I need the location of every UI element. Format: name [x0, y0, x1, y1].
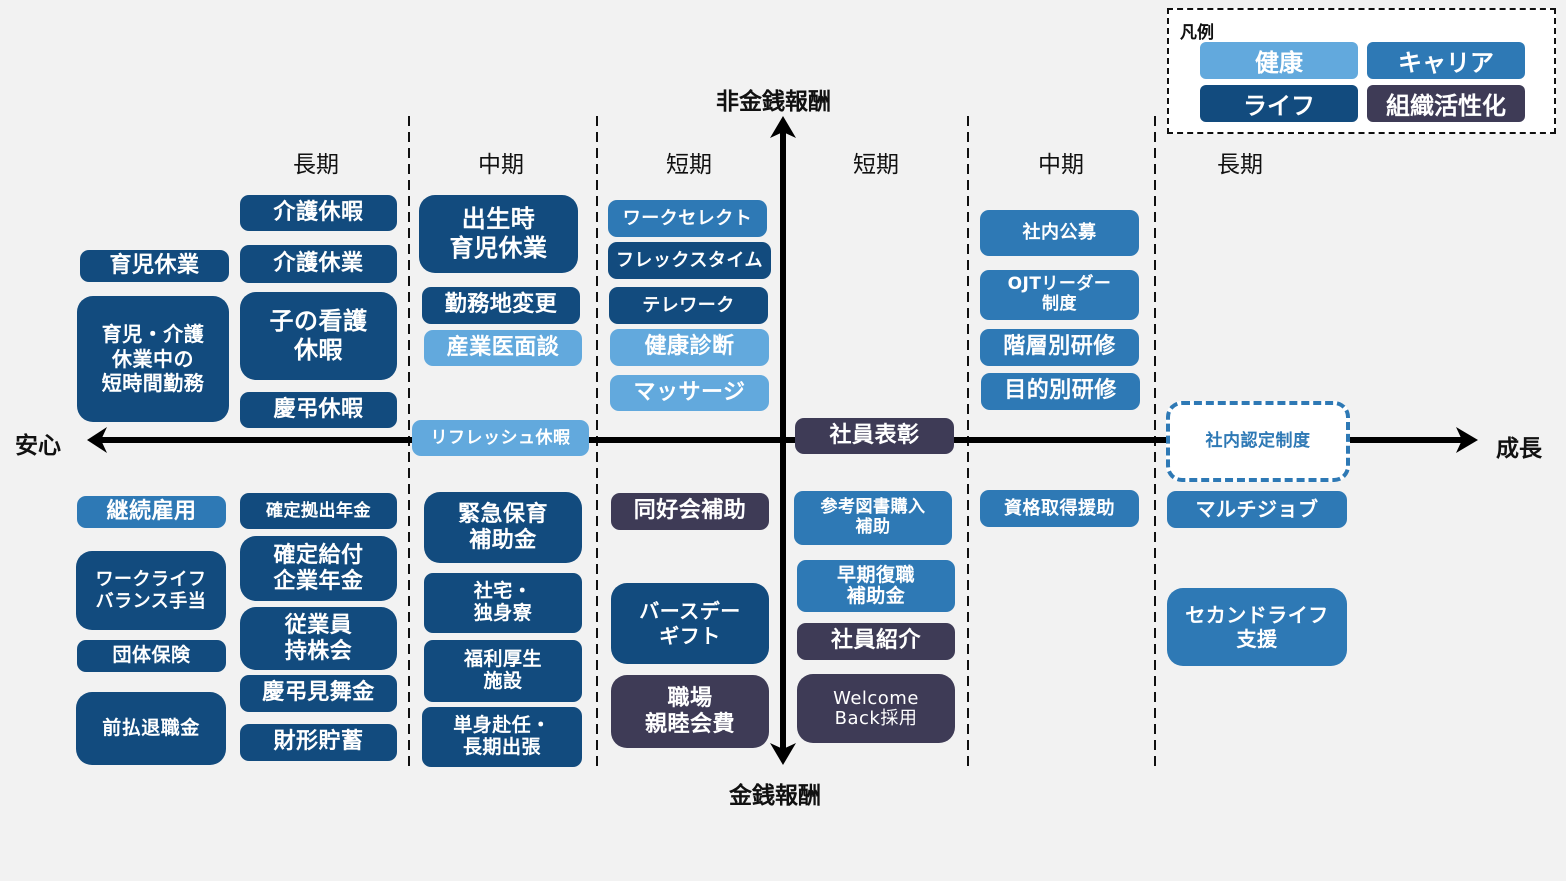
benefit-box: OJTリーダー 制度 — [980, 270, 1139, 320]
benefit-box: 単身赴任・ 長期出張 — [422, 707, 582, 767]
arrow-up-icon — [770, 116, 796, 138]
column-header-short-left: 短期 — [666, 152, 712, 178]
benefit-box: 従業員 持株会 — [240, 607, 397, 670]
legend-item-org: 組織活性化 — [1367, 85, 1525, 122]
benefit-box: 介護休業 — [240, 245, 397, 283]
axis-label-left: 安心 — [15, 433, 61, 459]
benefit-box: 同好会補助 — [611, 493, 769, 530]
legend-title: 凡例 — [1180, 23, 1214, 43]
benefit-box: 参考図書購入 補助 — [794, 491, 952, 545]
legend-item-career: キャリア — [1367, 42, 1525, 79]
benefit-box: 確定給付 企業年金 — [240, 536, 397, 601]
benefit-box: 福利厚生 施設 — [424, 640, 582, 702]
benefit-box: 勤務地変更 — [422, 287, 580, 324]
benefit-box: 早期復職 補助金 — [797, 560, 955, 612]
benefit-box: フレックスタイム — [608, 242, 771, 279]
axis-label-top: 非金銭報酬 — [716, 89, 831, 115]
benefit-box: 子の看護 休暇 — [240, 292, 397, 380]
benefit-box: マルチジョブ — [1167, 491, 1347, 528]
legend: 凡例 健康 キャリア ライフ 組織活性化 — [1167, 8, 1556, 134]
benefit-box: 職場 親睦会費 — [611, 675, 769, 748]
benefit-box: 育児・介護 休業中の 短時間勤務 — [77, 296, 229, 422]
column-header-mid-left: 中期 — [478, 152, 524, 178]
benefit-box: バースデー ギフト — [611, 583, 769, 664]
benefit-box: 資格取得援助 — [980, 490, 1139, 527]
benefit-box: 財形貯蓄 — [240, 724, 397, 761]
legend-item-life: ライフ — [1200, 85, 1358, 122]
benefit-box: ワークライフ バランス手当 — [76, 551, 226, 630]
benefit-box: 社員表彰 — [795, 418, 954, 454]
benefit-box: 介護休暇 — [240, 195, 397, 231]
column-header-long-left: 長期 — [293, 152, 339, 178]
benefit-box: 社員紹介 — [797, 623, 955, 660]
legend-item-health: 健康 — [1200, 42, 1358, 79]
arrow-down-icon — [770, 743, 796, 765]
benefit-box: 産業医面談 — [424, 330, 582, 366]
axis-label-right: 成長 — [1496, 436, 1542, 462]
benefit-box: 継続雇用 — [77, 496, 226, 528]
arrow-right-icon — [1456, 427, 1478, 453]
benefit-box: 慶弔見舞金 — [240, 675, 397, 712]
benefit-box: マッサージ — [610, 375, 769, 411]
benefit-box: セカンドライフ 支援 — [1167, 588, 1347, 666]
benefit-box: 社宅・ 独身寮 — [424, 573, 582, 633]
benefit-box: 団体保険 — [77, 640, 226, 672]
benefit-box: 社内公募 — [980, 210, 1139, 256]
column-header-mid-right: 中期 — [1038, 152, 1084, 178]
benefit-box: リフレッシュ休暇 — [412, 420, 589, 456]
benefit-box: 確定拠出年金 — [240, 493, 397, 529]
column-header-short-right: 短期 — [853, 152, 899, 178]
benefit-box: 目的別研修 — [981, 373, 1140, 410]
benefit-box: ワークセレクト — [608, 200, 767, 237]
benefit-box: 育児休業 — [80, 250, 229, 282]
benefit-box: 出生時 育児休業 — [419, 195, 578, 273]
benefit-box-highlighted: 社内認定制度 — [1166, 401, 1350, 482]
benefit-box: 階層別研修 — [980, 329, 1139, 366]
axis-label-bottom: 金銭報酬 — [729, 783, 821, 809]
benefit-box: 慶弔休暇 — [240, 392, 397, 428]
benefit-box: テレワーク — [609, 287, 768, 324]
benefit-box: 緊急保育 補助金 — [424, 492, 582, 563]
arrow-left-icon — [87, 427, 107, 453]
benefit-box: 前払退職金 — [76, 692, 226, 765]
benefit-box: 健康診断 — [610, 329, 769, 366]
column-header-long-right: 長期 — [1217, 152, 1263, 178]
benefit-box: Welcome Back採用 — [797, 674, 955, 743]
